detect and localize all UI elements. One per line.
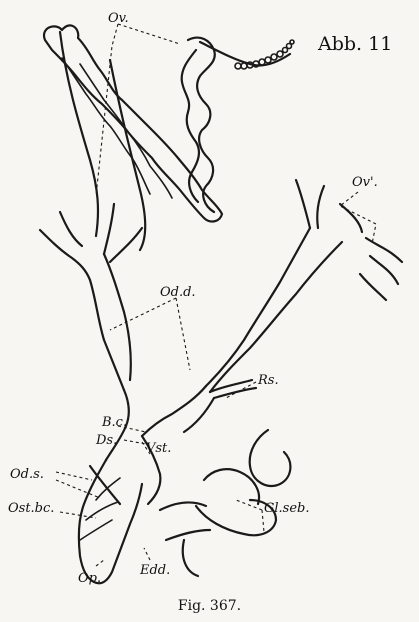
lower-organ [79, 436, 161, 583]
left-ovary-tube [44, 25, 222, 250]
right-ovary-branches [206, 180, 402, 392]
label-ds: Ds. [95, 433, 117, 448]
beaded-thread [235, 40, 294, 69]
label-ov: Ov. [108, 11, 129, 26]
label-gl-seb: Gl.seb. [264, 501, 310, 516]
label-ost-bc: Ost.bc. [8, 501, 54, 516]
label-rs: Rs. [257, 373, 279, 388]
left-oviduct-branch [40, 204, 142, 390]
label-bc: B.c. [101, 415, 127, 430]
label-ov-prime: Ov'. [352, 175, 378, 190]
label-od-d: Od.d. [160, 285, 196, 300]
label-op: Op. [78, 571, 101, 586]
figure-caption: Fig. 367. [0, 598, 419, 614]
label-vst: Vst. [146, 441, 171, 456]
figure-tag: Abb. 11 [318, 33, 392, 55]
label-od-s: Od.s. [10, 467, 44, 482]
central-body [106, 380, 256, 460]
label-edd: Edd. [139, 563, 170, 578]
